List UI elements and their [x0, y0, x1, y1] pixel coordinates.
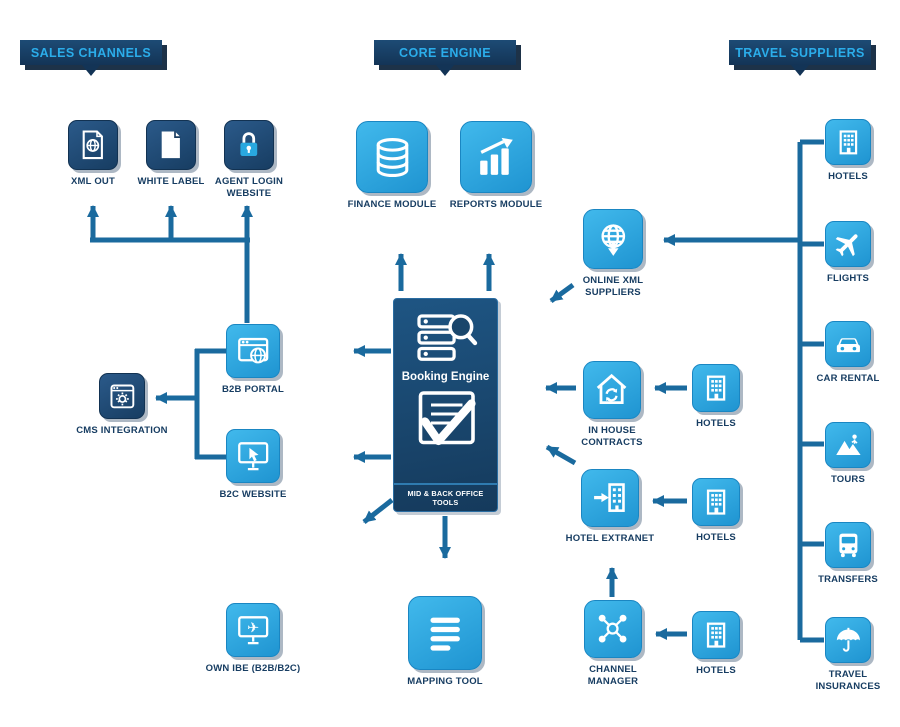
- node-channel-manager: CHANNEL MANAGER: [565, 600, 661, 689]
- bar-chart-arrow-icon: [460, 121, 532, 193]
- node-white-label: WHITE LABEL: [131, 120, 211, 188]
- checked-document-icon: [409, 387, 483, 453]
- node-b2b-portal: B2B PORTAL: [208, 324, 298, 396]
- header-core-engine: CORE ENGINE: [374, 40, 516, 76]
- umbrella-icon: [825, 617, 871, 663]
- node-online-xml-suppliers: ONLINE XML SUPPLIERS: [567, 209, 659, 300]
- globe-download-icon: [583, 209, 643, 269]
- node-label: B2B PORTAL: [222, 384, 284, 395]
- node-hotels-supplier: HOTELS: [806, 119, 890, 183]
- node-mapping-tool: MAPPING TOOL: [390, 596, 500, 688]
- node-label: ONLINE XML SUPPLIERS: [582, 275, 644, 299]
- coins-database-icon: [356, 121, 428, 193]
- node-label: HOTELS: [828, 171, 868, 182]
- mountains-hiker-icon: [825, 422, 871, 468]
- network-nodes-icon: [584, 600, 642, 658]
- node-in-house-contracts: IN HOUSE CONTRACTS: [564, 361, 660, 450]
- node-label: CMS INTEGRATION: [76, 425, 168, 436]
- node-finance-module: FINANCE MODULE: [342, 121, 442, 211]
- node-label: REPORTS MODULE: [449, 199, 543, 210]
- node-flights: FLIGHTS: [806, 221, 890, 285]
- node-car-rental: CAR RENTAL: [806, 321, 890, 385]
- node-label: MAPPING TOOL: [407, 676, 483, 687]
- svg-text:✈: ✈: [247, 620, 259, 636]
- node-label: HOTEL EXTRANET: [565, 533, 655, 544]
- node-label: HOTELS: [696, 665, 736, 676]
- booking-engine-title: Booking Engine: [401, 371, 490, 383]
- node-label: XML OUT: [71, 176, 115, 187]
- building-arrow-icon: [581, 469, 639, 527]
- node-hotels-3: HOTELS: [680, 611, 752, 677]
- building-icon: [825, 119, 871, 165]
- node-label: TRANSFERS: [818, 574, 878, 585]
- booking-engine-panel: Booking Engine MID & BACK OFFICE TOOLS: [393, 298, 498, 512]
- node-agent-login: AGENT LOGIN WEBSITE: [207, 120, 291, 201]
- node-label: OWN IBE (B2B/B2C): [205, 663, 301, 674]
- node-tours: TOURS: [806, 422, 890, 486]
- node-label: FLIGHTS: [826, 273, 870, 284]
- header-label: SALES CHANNELS: [30, 45, 152, 60]
- node-hotel-extranet: HOTEL EXTRANET: [562, 469, 658, 545]
- node-xml-out: XML OUT: [53, 120, 133, 188]
- node-label: B2C WEBSITE: [219, 489, 287, 500]
- gear-window-icon: [99, 373, 145, 419]
- node-hotels-1: HOTELS: [680, 364, 752, 430]
- node-hotels-2: HOTELS: [680, 478, 752, 544]
- node-travel-insurances: TRAVEL INSURANCES: [806, 617, 890, 694]
- document-icon: [146, 120, 196, 170]
- monitor-plane-icon: ✈: [226, 603, 280, 657]
- node-reports-module: REPORTS MODULE: [446, 121, 546, 211]
- header-sales-channels: SALES CHANNELS: [20, 40, 162, 76]
- node-cms-integration: CMS INTEGRATION: [76, 373, 168, 437]
- monitor-cursor-icon: [226, 429, 280, 483]
- header-label: TRAVEL SUPPLIERS: [735, 45, 865, 60]
- building-icon: [692, 364, 740, 412]
- header-label: CORE ENGINE: [399, 45, 491, 60]
- node-label: CAR RENTAL: [816, 373, 880, 384]
- list-lines-icon: [408, 596, 482, 670]
- node-transfers: TRANSFERS: [806, 522, 890, 586]
- building-icon: [692, 478, 740, 526]
- node-label: HOTELS: [696, 418, 736, 429]
- node-label: IN HOUSE CONTRACTS: [581, 425, 643, 449]
- node-label: FINANCE MODULE: [347, 199, 437, 210]
- header-travel-suppliers: TRAVEL SUPPLIERS: [729, 40, 871, 76]
- car-icon: [825, 321, 871, 367]
- airplane-icon: [825, 221, 871, 267]
- node-label: HOTELS: [696, 532, 736, 543]
- node-b2c-website: B2C WEBSITE: [208, 429, 298, 501]
- node-own-ibe: ✈ OWN IBE (B2B/B2C): [203, 603, 303, 675]
- padlock-icon: [224, 120, 274, 170]
- node-label: TOURS: [830, 474, 866, 485]
- node-label: TRAVEL INSURANCES: [815, 669, 881, 693]
- node-label: CHANNEL MANAGER: [587, 664, 639, 688]
- browser-globe-icon: [226, 324, 280, 378]
- building-icon: [692, 611, 740, 659]
- node-label: AGENT LOGIN WEBSITE: [214, 176, 284, 200]
- node-label: WHITE LABEL: [137, 176, 205, 187]
- document-globe-icon: [68, 120, 118, 170]
- house-sync-icon: [583, 361, 641, 419]
- bus-icon: [825, 522, 871, 568]
- booking-engine-footer: MID & BACK OFFICE TOOLS: [394, 483, 497, 511]
- search-servers-icon: [413, 312, 479, 366]
